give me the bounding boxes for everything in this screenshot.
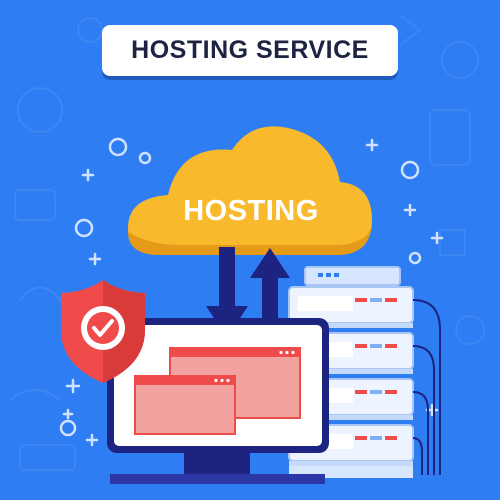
browser-window-icon [134, 375, 236, 435]
upload-arrow-icon [250, 248, 290, 326]
title-banner: HOSTING SERVICE [102, 25, 398, 76]
decor-rings [59, 137, 422, 437]
page-title: HOSTING SERVICE [131, 36, 369, 64]
shield-check-icon [61, 280, 145, 383]
cloud-label: HOSTING [183, 195, 319, 227]
cloud-icon [128, 126, 372, 255]
decor-plus-signs [62, 138, 444, 447]
background-doodles [9, 14, 485, 471]
